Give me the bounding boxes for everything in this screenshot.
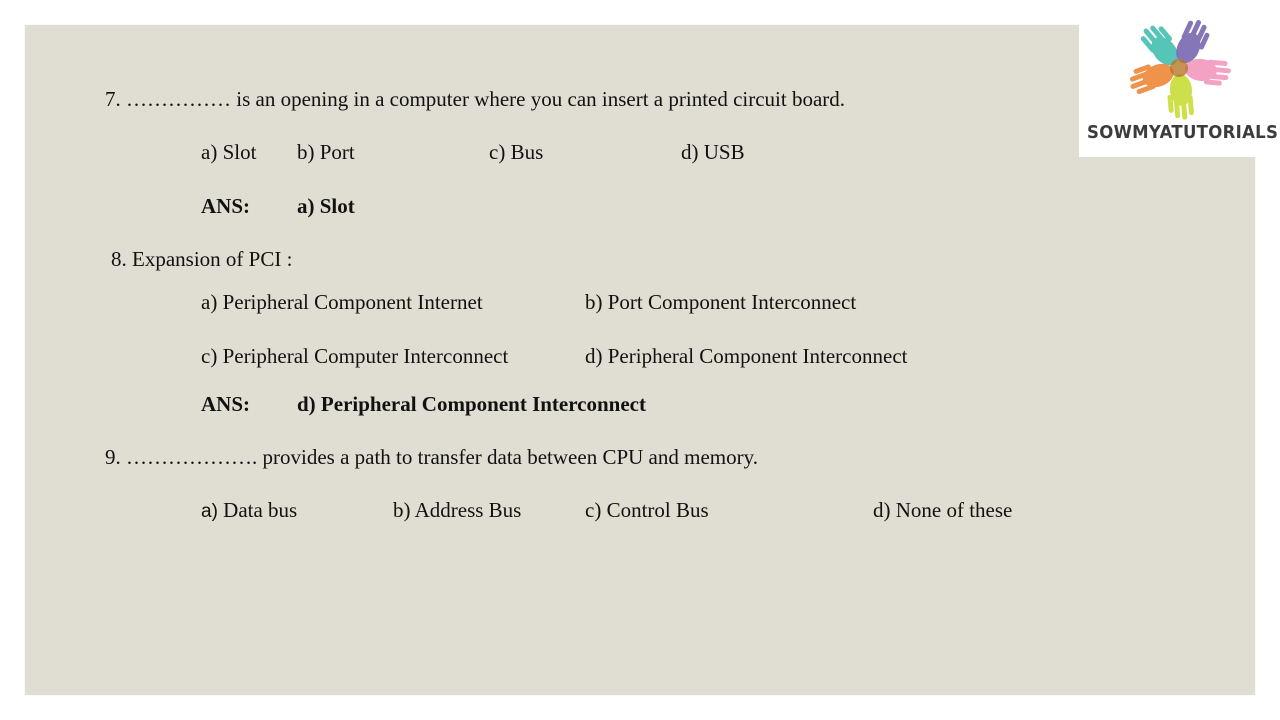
question-7-option-a: a) Slot xyxy=(201,140,257,164)
question-7-option-b: b) Port xyxy=(297,140,355,164)
question-7-option-d: d) USB xyxy=(681,140,745,164)
question-8-option-a: a) Peripheral Component Internet xyxy=(201,290,483,314)
brand-logo: SOWMYATUTORIALS xyxy=(1079,0,1280,157)
question-9-option-d: d) None of these xyxy=(873,498,1013,522)
question-8-option-c: c) Peripheral Computer Interconnect xyxy=(201,344,509,368)
question-9-option-c: c) Control Bus xyxy=(585,498,709,522)
question-8-text: 8. Expansion of PCI : xyxy=(111,247,293,271)
question-8-option-b: b) Port Component Interconnect xyxy=(585,290,857,314)
question-8-option-d: d) Peripheral Component Interconnect xyxy=(585,344,908,368)
question-8-answer: d) Peripheral Component Interconnect xyxy=(297,392,646,416)
question-7-option-c: c) Bus xyxy=(489,140,544,164)
brand-name: SOWMYATUTORIALS xyxy=(1087,122,1279,143)
question-7-text: 7. …………… is an opening in a computer whe… xyxy=(105,87,846,111)
question-9-option-a: a) Data bus xyxy=(201,498,298,522)
question-9-option-b: b) Address Bus xyxy=(393,498,522,522)
question-7-answer-label: ANS: xyxy=(201,194,251,218)
question-9-text: 9. ………………. provides a path to transfer d… xyxy=(105,445,758,469)
colorful-hands-flower-icon xyxy=(1129,20,1231,120)
question-7-answer: a) Slot xyxy=(297,194,355,218)
question-8-answer-label: ANS: xyxy=(201,392,251,416)
question-9-option-a-prefix: a) xyxy=(201,501,218,522)
question-9-option-a-label: Data bus xyxy=(217,498,298,522)
slide-background xyxy=(25,25,1255,695)
